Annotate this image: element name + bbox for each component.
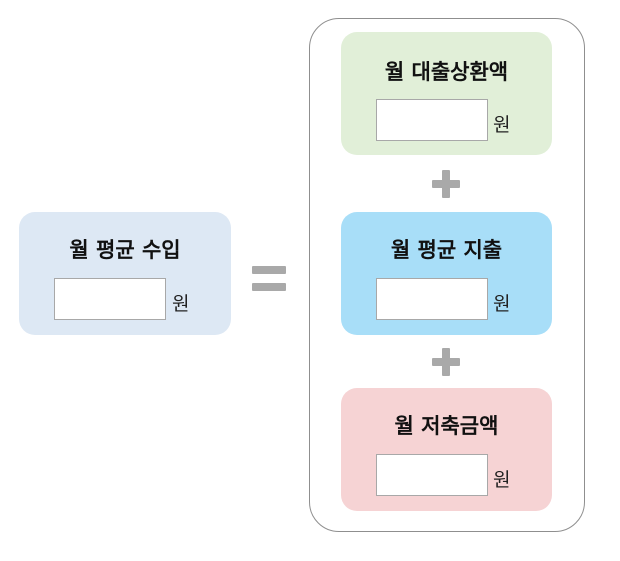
loan-repayment-amount-input[interactable]	[376, 99, 488, 141]
savings-card: 월 저축금액 원	[341, 388, 552, 511]
savings-amount-input[interactable]	[376, 454, 488, 496]
expense-title: 월 평균 지출	[390, 238, 503, 262]
savings-title: 월 저축금액	[394, 414, 499, 438]
equals-icon	[252, 266, 286, 291]
loan-repayment-title: 월 대출상환액	[384, 60, 509, 84]
loan-repayment-card: 월 대출상환액 원	[341, 32, 552, 155]
savings-unit-label: 원	[493, 469, 511, 491]
expense-unit-label: 원	[493, 293, 511, 315]
loan-repayment-unit-label: 원	[493, 114, 511, 136]
expense-amount-input[interactable]	[376, 278, 488, 320]
expense-card: 월 평균 지출 원	[341, 212, 552, 335]
income-unit-label: 원	[172, 293, 190, 315]
plus-icon	[432, 348, 460, 376]
plus-icon	[432, 170, 460, 198]
income-card: 월 평균 수입 원	[19, 212, 231, 335]
income-card-title: 월 평균 수입	[69, 238, 181, 262]
income-amount-input[interactable]	[54, 278, 166, 320]
